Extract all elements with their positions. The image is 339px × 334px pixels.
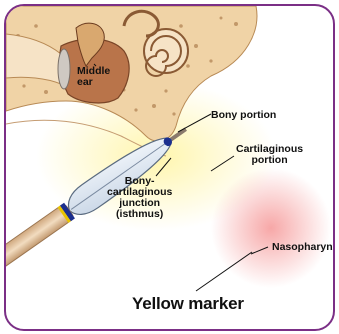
label-yellow-marker: Yellow marker (132, 295, 244, 313)
label-bony-portion: Bony portion (211, 110, 276, 121)
diagram-frame: Middle ear Bony portion Cartilaginous po… (4, 4, 335, 331)
label-middle-ear: Middle ear (77, 66, 110, 88)
eardrum (58, 49, 70, 89)
label-bony-cartilaginous-junction: Bony- cartilaginous junction (isthmus) (107, 176, 172, 220)
label-nasopharynx: Nasopharynx (272, 242, 335, 253)
label-junction-line4: (isthmus) (107, 209, 172, 220)
label-cartilaginous-line2: portion (236, 155, 303, 166)
label-cartilaginous-portion: Cartilaginous portion (236, 144, 303, 166)
nasopharynx-glow (211, 168, 331, 288)
label-middle-ear-line2: ear (77, 77, 110, 88)
eustachian-tube-illustration (6, 6, 333, 329)
